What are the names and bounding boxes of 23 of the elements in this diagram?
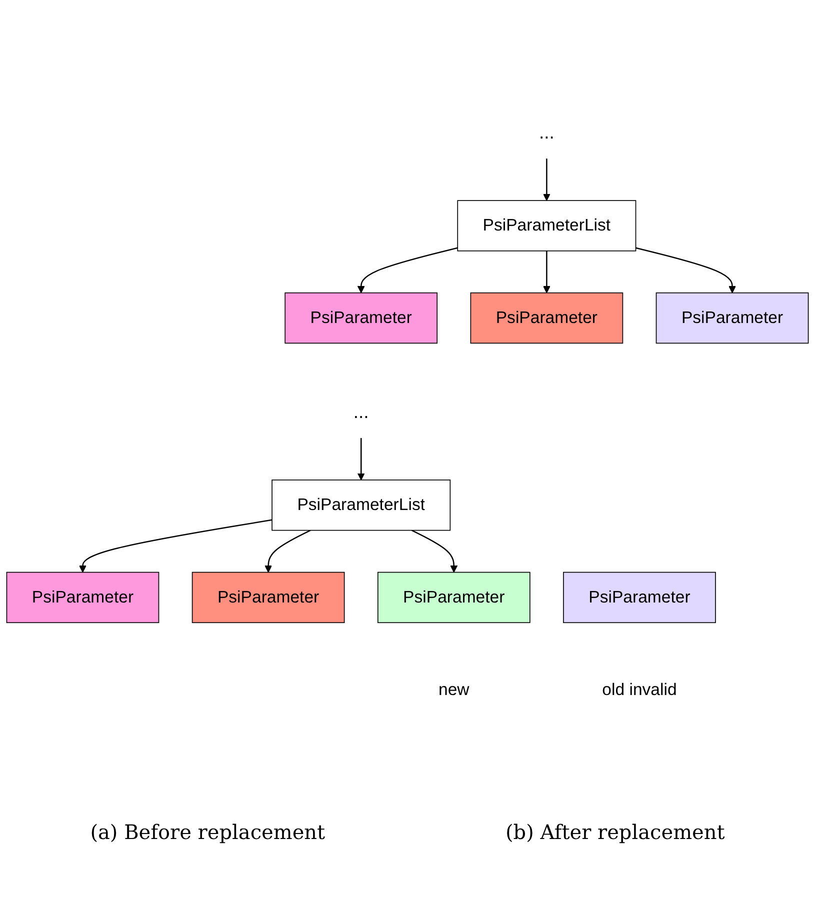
node-label: old invalid [602,680,677,699]
caption: (a) Before replacement [90,820,326,844]
caption: (b) After replacement [505,820,725,844]
node-text: ... [538,121,554,142]
node-box: PsiParameter [470,292,624,344]
node-box: PsiParameter [563,572,716,623]
arrow [264,529,311,572]
node-box: PsiParameter [284,292,438,344]
node-text: ... [353,400,369,422]
node-box: PsiParameter [656,292,809,344]
arrow [79,518,272,572]
node-box: PsiParameterList [457,200,636,251]
arrow [411,529,458,572]
node-box: PsiParameter [6,572,160,623]
node-box: PsiParameter [192,572,345,623]
node-box: PsiParameter [377,572,530,623]
node-label: new [438,680,470,699]
arrow [357,438,365,480]
arrow [543,250,550,293]
arrow [636,246,736,293]
node-box: PsiParameterList [272,479,451,530]
arrow [357,246,458,293]
arrow [543,158,550,201]
